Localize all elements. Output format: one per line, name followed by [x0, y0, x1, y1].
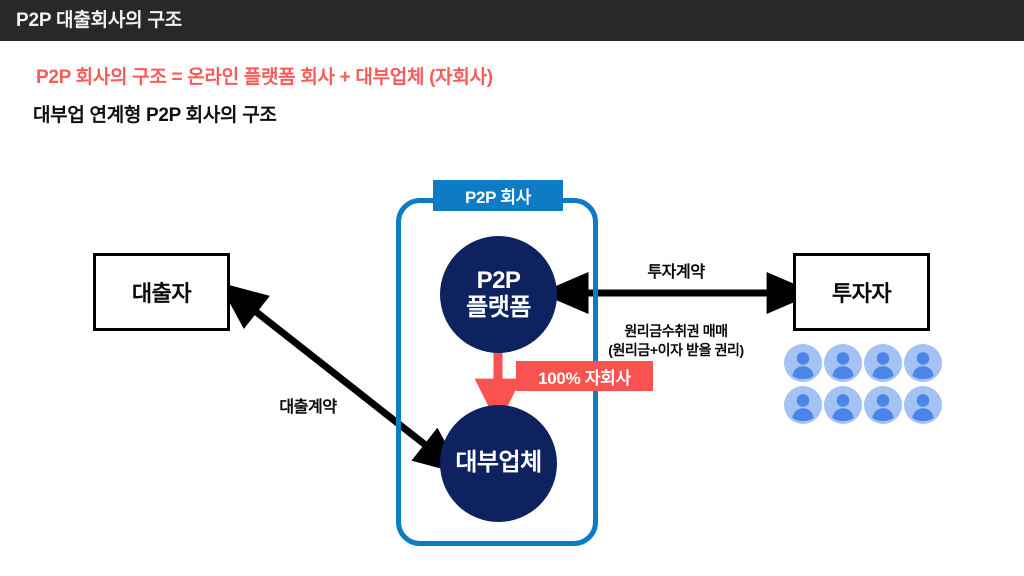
person-icon — [864, 386, 902, 424]
investor-people-group — [783, 342, 943, 426]
node-investor-label: 투자자 — [831, 281, 892, 306]
node-p2p-platform[interactable]: P2P 플랫폼 — [440, 236, 557, 353]
person-icon — [904, 344, 942, 382]
edge-label-investment-contract: 투자계약 — [647, 264, 705, 281]
node-borrower-label: 대출자 — [131, 281, 192, 306]
person-icon — [824, 386, 862, 424]
person-icon — [864, 344, 902, 382]
p2p-company-tab: P2P 회사 — [433, 180, 563, 211]
person-icon — [784, 386, 822, 424]
subtitle-heading: 대부업 연계형 P2P 회사의 구조 — [33, 105, 277, 126]
person-icon — [904, 386, 942, 424]
edge-label-claim-trade: 원리금수취권 매매 (원리금+이자 받을 권리) — [560, 322, 792, 360]
node-p2p-platform-line2: 플랫폼 — [466, 293, 531, 321]
node-lending-company[interactable]: 대부업체 — [440, 405, 557, 522]
subtitle-formula: P2P 회사의 구조 = 온라인 플랫폼 회사 + 대부업체 (자회사) — [36, 67, 493, 88]
person-icon — [784, 344, 822, 382]
edge-label-claim-trade-line2: (원리금+이자 받을 권리) — [608, 341, 744, 358]
edge-label-loan-contract: 대출계약 — [279, 399, 337, 416]
badge-subsidiary-label: 100% 자회사 — [538, 368, 631, 388]
node-p2p-platform-line1: P2P — [476, 266, 521, 294]
badge-subsidiary: 100% 자회사 — [516, 361, 653, 391]
arrow-borrower-lender — [218, 282, 463, 475]
person-icon — [824, 344, 862, 382]
header-bar: P2P 대출회사의 구조 — [0, 0, 1024, 41]
node-investor[interactable]: 투자자 — [793, 253, 930, 331]
p2p-company-tab-label: P2P 회사 — [464, 188, 532, 207]
node-borrower[interactable]: 대출자 — [93, 253, 230, 331]
page-title: P2P 대출회사의 구조 — [16, 10, 183, 31]
node-lending-company-label: 대부업체 — [455, 449, 542, 477]
edge-label-claim-trade-line1: 원리금수취권 매매 — [624, 323, 728, 339]
